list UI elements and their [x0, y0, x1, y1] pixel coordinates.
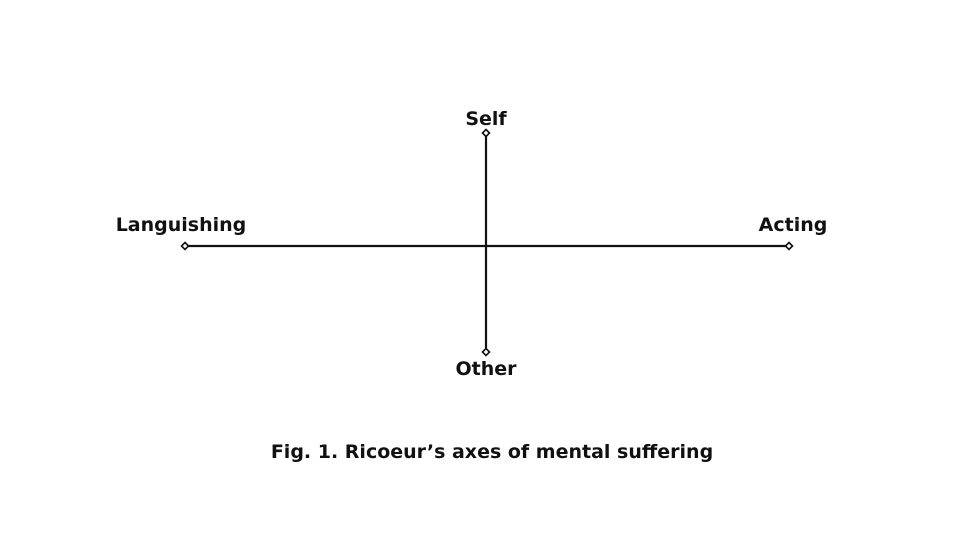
label-languishing: Languishing: [116, 214, 247, 236]
axis-endpoint-marker-top: [481, 128, 491, 138]
label-other: Other: [455, 358, 517, 380]
label-acting: Acting: [759, 214, 828, 236]
label-self: Self: [465, 108, 507, 130]
axis-endpoint-marker-right: [784, 241, 794, 251]
figure-caption: Fig. 1. Ricoeur’s axes of mental sufferi…: [271, 441, 713, 463]
axis-endpoint-marker-bottom: [481, 347, 491, 357]
axis-endpoint-marker-left: [180, 241, 190, 251]
